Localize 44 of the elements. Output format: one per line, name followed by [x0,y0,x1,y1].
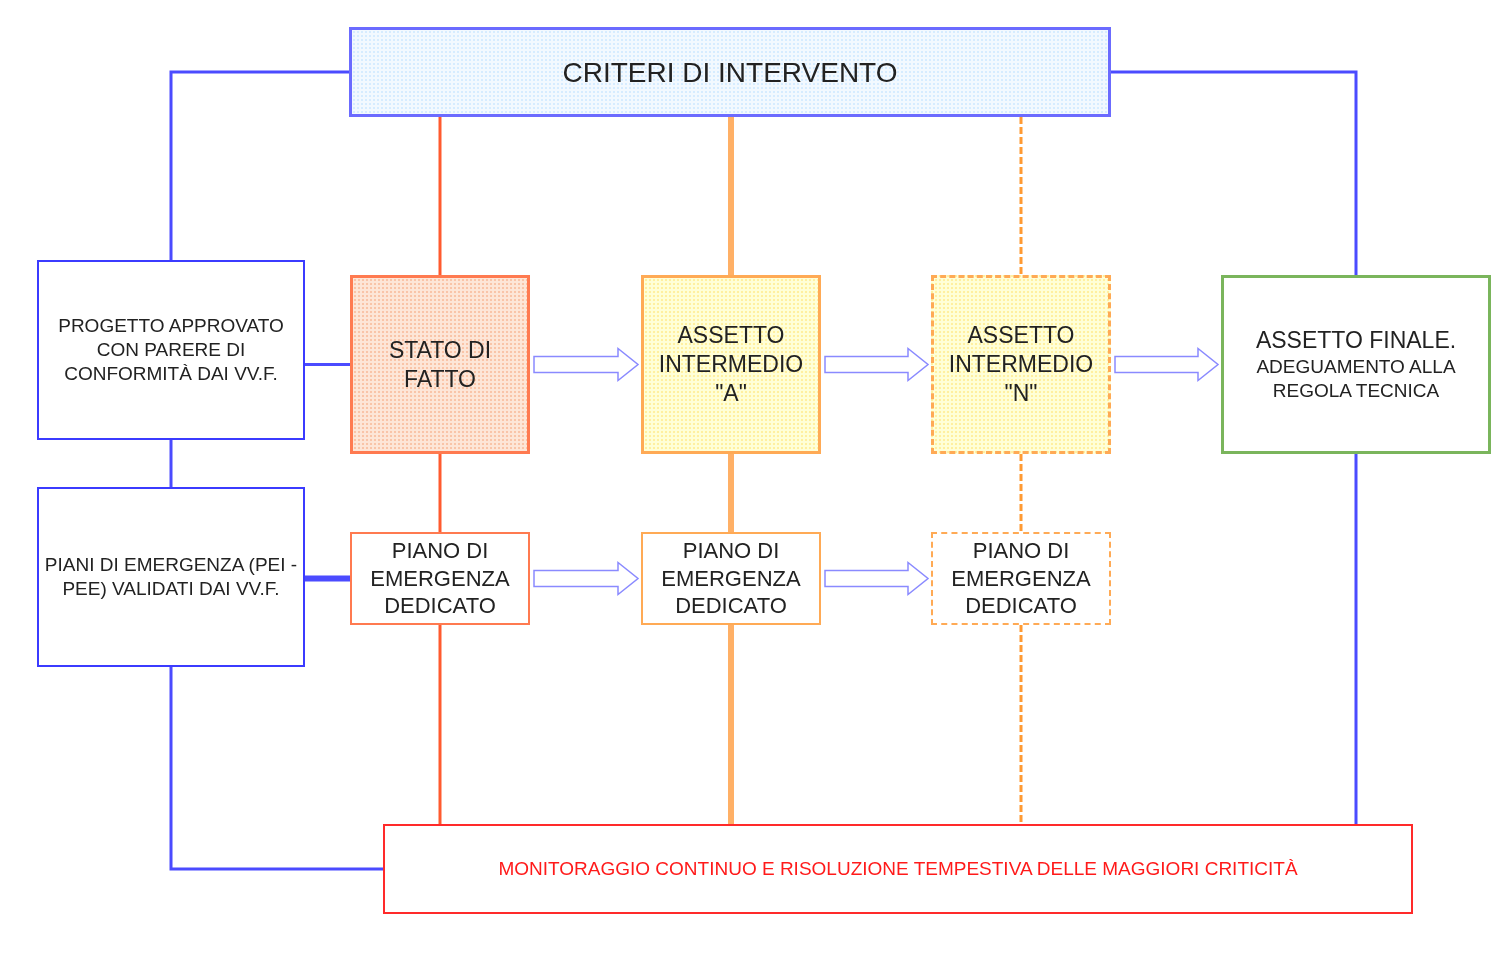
block-arrow [533,346,640,383]
connector-line [1019,625,1023,824]
connector-line [728,117,734,275]
emergency-plan-box [931,532,1111,625]
node-label: MONITORAGGIO CONTINUO E RISOLUZIONE TEMPESTIVA DELLE MAGGIORI CRITICITÀ [497,857,1299,881]
project-box [37,260,305,440]
connector-line [169,667,383,871]
connector-line [728,454,734,532]
intermediate-box [641,275,821,454]
intermediate-box [931,275,1111,454]
node-label: PIANI DI EMERGENZA (PEI - PEE) VALIDATI DAI VV.F. [43,553,299,601]
emergency-plan-box [641,532,821,625]
emergency-plan-box [350,532,530,625]
criteria-box [349,27,1111,117]
node-label: PROGETTO APPROVATO CON PARERE DI CONFORMITÀ DAI VV.F. [57,314,285,386]
emergency-plans-box [37,487,305,667]
final-box [1221,275,1491,454]
connector-line [728,625,734,824]
connector-line [1354,454,1358,824]
block-arrow [1114,346,1220,383]
connector-line [169,70,349,260]
connector-line [305,363,350,366]
node-label: STATO DI FATTO [387,335,493,394]
node-label: ASSETTO INTERMEDIO "A" [657,321,805,408]
block-arrow [533,560,640,597]
connector-line [438,117,442,275]
node-label: PIANO DI EMERGENZA DEDICATO [369,537,511,620]
node-subtitle: ADEGUAMENTO ALLA REGOLA TECNICA [1255,355,1457,403]
state-box [350,275,530,454]
connector-line [1019,454,1023,532]
node-label: CRITERI DI INTERVENTO [561,55,899,90]
node-label: ASSETTO FINALE. [1254,326,1458,356]
connector-line [438,625,442,824]
block-arrow [824,346,930,383]
node-label: PIANO DI EMERGENZA DEDICATO [660,537,802,620]
connector-line [305,575,350,582]
connector-line [169,440,173,487]
connector-line [1111,70,1358,275]
block-arrow [824,560,930,597]
node-label: ASSETTO INTERMEDIO "N" [947,321,1095,408]
node-label: PIANO DI EMERGENZA DEDICATO [950,537,1092,620]
connector-line [438,454,442,532]
monitoring-box [383,824,1413,914]
connector-line [1019,117,1023,275]
